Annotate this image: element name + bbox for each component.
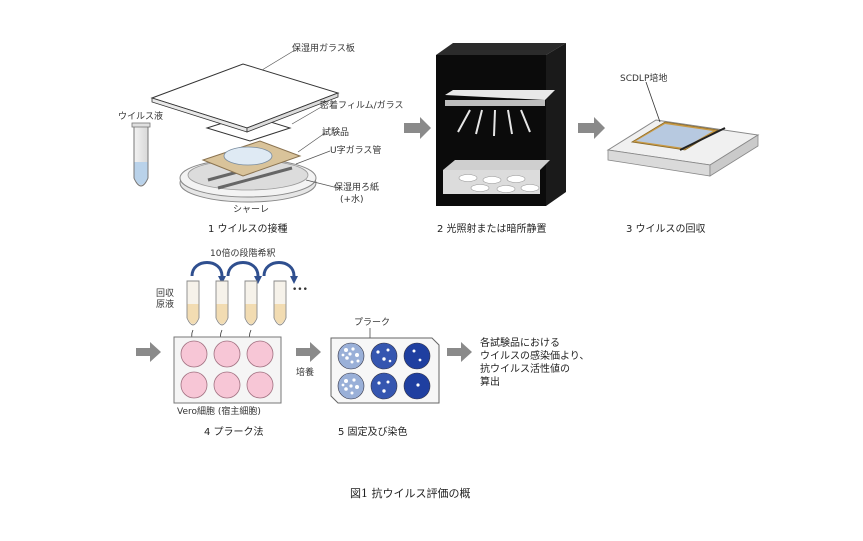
step1-caption: 1 ウイルスの接種 <box>208 224 288 235</box>
result-line-4: 算出 <box>480 377 500 388</box>
step3-caption: 3 ウイルスの回収 <box>626 224 706 235</box>
arrow-to-result <box>447 342 472 362</box>
result-line-3: 抗ウイルス活性値の <box>480 364 570 375</box>
incubate-label: 培養 <box>296 368 315 378</box>
vero-cells-label: Vero細胞 (宿主細胞) <box>177 407 261 417</box>
arrow-into-4 <box>136 342 161 362</box>
water-label: (+水) <box>340 195 364 205</box>
step2-chamber <box>436 43 566 206</box>
dish-label: シャーレ <box>233 205 270 215</box>
filter-paper-label: 保湿用ろ紙 <box>334 183 380 193</box>
result-line-2: ウイルスの感染価より、 <box>480 351 590 362</box>
scdlp-label: SCDLP培地 <box>620 74 668 84</box>
plaque-label: プラーク <box>354 318 391 328</box>
step1-apparatus <box>131 49 340 203</box>
arrow-2-3 <box>578 117 605 139</box>
step3-container <box>606 81 760 177</box>
step4-caption: 4 プラーク法 <box>204 427 264 438</box>
step5-caption: 5 固定及び染色 <box>338 427 408 438</box>
virus-label: ウイルス液 <box>118 112 164 122</box>
step2-caption: 2 光照射または暗所静置 <box>437 224 547 235</box>
result-line-1: 各試験品における <box>480 338 560 349</box>
figure-title: 図1 抗ウイルス評価の概 <box>350 487 471 500</box>
result-text: 各試験品における ウイルスの感染価より、 抗ウイルス活性値の 算出 <box>480 337 600 389</box>
step4-assay <box>173 261 298 404</box>
dilution-label: 10倍の段階希釈 <box>210 249 276 259</box>
arrow-4-5 <box>296 342 321 362</box>
u-tube-label: U字ガラス管 <box>330 146 382 156</box>
cover-glass-label: 保湿用ガラス板 <box>292 44 355 54</box>
more-tubes-dots: ••• <box>292 285 308 295</box>
stock-label-2: 原液 <box>156 300 175 310</box>
film-label: 密着フィルム/ガラス <box>320 101 404 111</box>
step5-plate <box>330 328 440 404</box>
sample-label: 試験品 <box>322 128 350 138</box>
stock-label-1: 回収 <box>156 289 175 299</box>
arrow-1-2 <box>404 117 431 139</box>
